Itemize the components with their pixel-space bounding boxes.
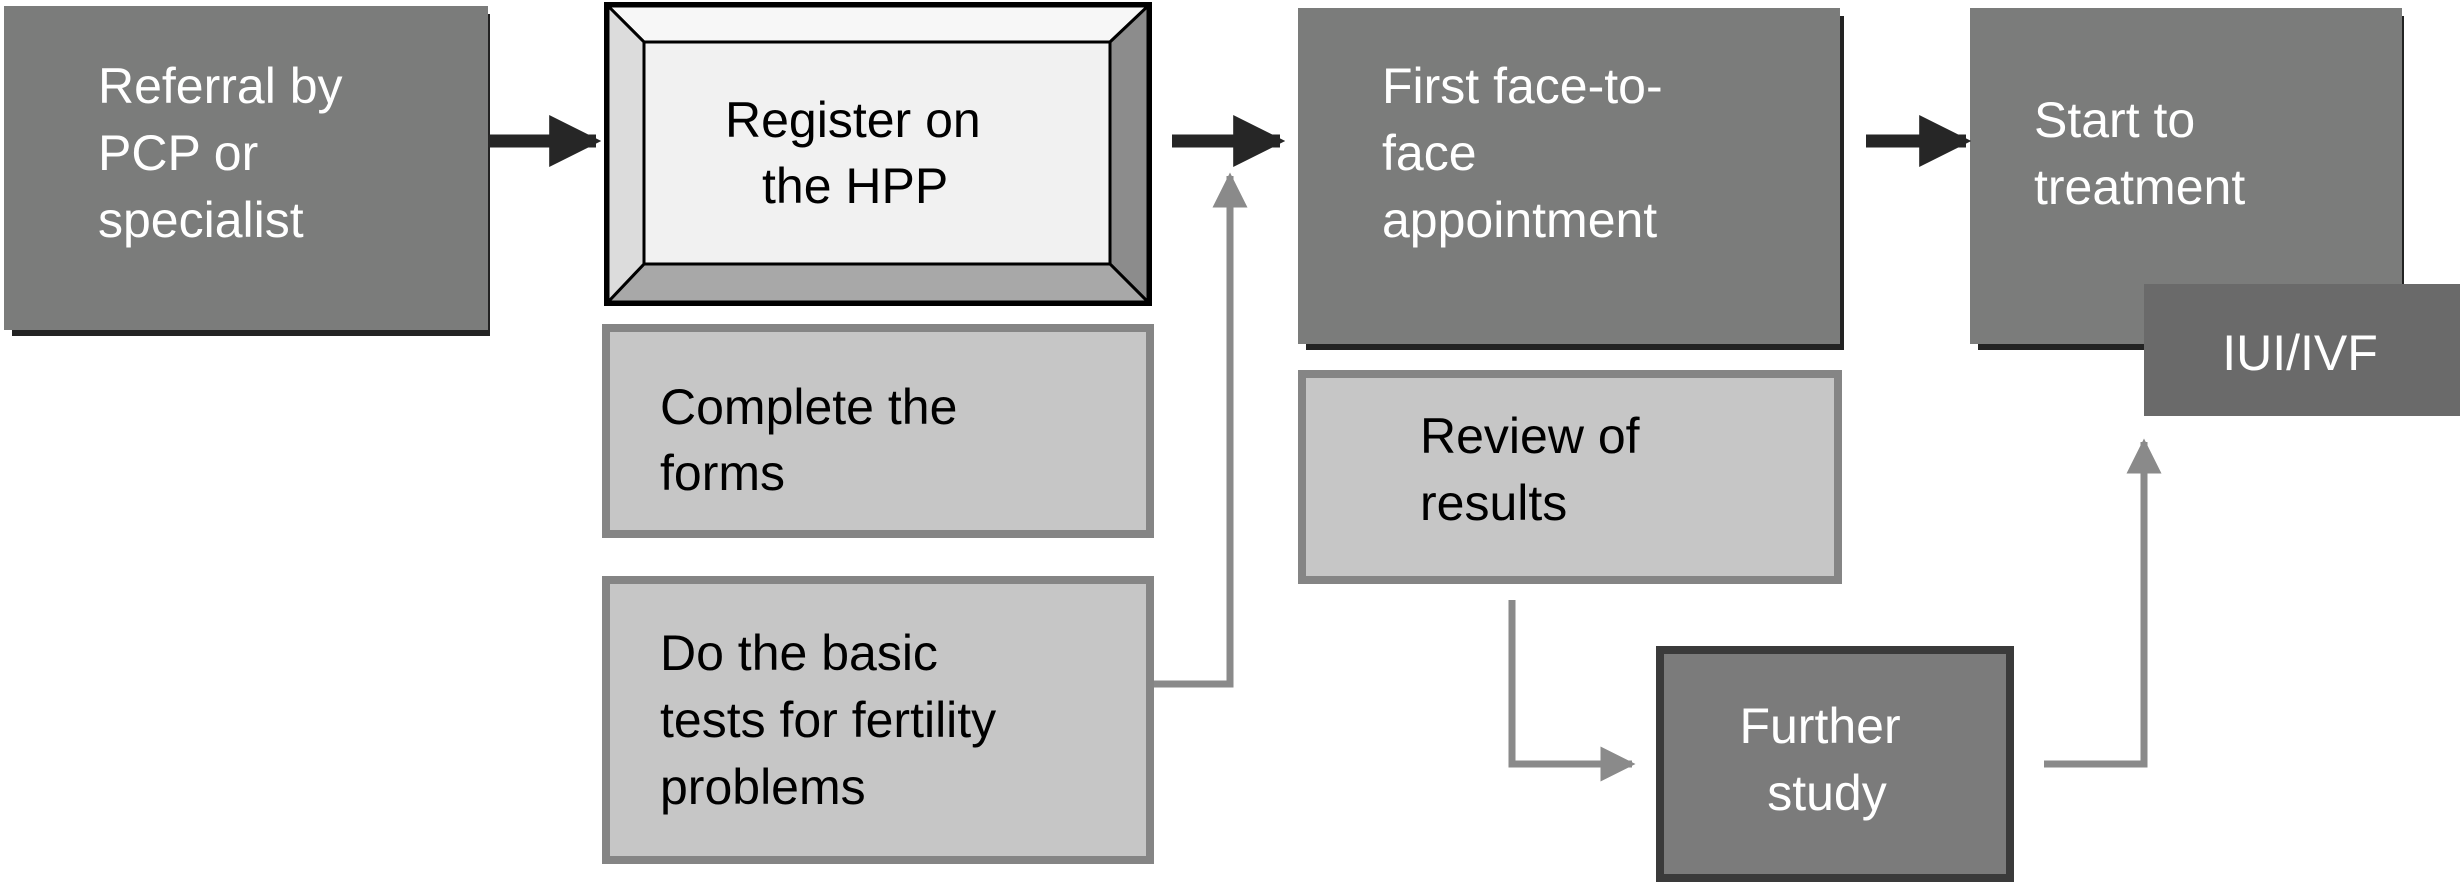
step-basic-tests: Do the basic tests for fertility problem… xyxy=(602,576,1154,864)
referral-line-2: PCP or xyxy=(98,125,258,181)
step-forms: Complete the forms xyxy=(602,324,1154,538)
arrow-tests-to-appointment xyxy=(1154,172,1248,688)
appointment-label: First face-to- face appointment xyxy=(1382,58,1677,248)
step-iui-ivf: IUI/IVF xyxy=(2144,284,2460,416)
step-further-study: Further study xyxy=(1656,646,2014,882)
treatment-line-1: Start to xyxy=(2034,92,2195,148)
register-label: Register on the HPP xyxy=(725,92,995,214)
appointment-line-2: face xyxy=(1382,125,1477,181)
register-line-2: the HPP xyxy=(762,158,948,214)
review-label: Review of results xyxy=(1420,408,1653,531)
appointment-line-1: First face-to- xyxy=(1382,58,1663,114)
further-line-2: study xyxy=(1767,765,1887,821)
treatment-label: Start to treatment xyxy=(2034,92,2245,215)
referral-line-3: specialist xyxy=(98,192,304,248)
tests-line-3: problems xyxy=(660,759,866,815)
step-first-appointment: First face-to- face appointment xyxy=(1298,8,1844,350)
tests-line-2: tests for fertility xyxy=(660,692,996,748)
forms-label: Complete the forms xyxy=(660,379,971,501)
register-line-1: Register on xyxy=(725,92,981,148)
treatment-line-2: treatment xyxy=(2034,159,2245,215)
tests-line-1: Do the basic xyxy=(660,625,938,681)
referral-line-1: Referral by xyxy=(98,58,343,114)
forms-line-1: Complete the xyxy=(660,379,957,435)
referral-label: Referral by PCP or specialist xyxy=(98,58,356,248)
arrow-further-study-to-iui-ivf xyxy=(2044,438,2162,768)
review-line-1: Review of xyxy=(1420,408,1640,464)
forms-line-2: forms xyxy=(660,445,785,501)
appointment-line-3: appointment xyxy=(1382,192,1657,248)
further-label: Further study xyxy=(1739,698,1914,821)
review-line-2: results xyxy=(1420,475,1567,531)
tests-label: Do the basic tests for fertility problem… xyxy=(660,625,1010,815)
iui-ivf-label: IUI/IVF xyxy=(2222,325,2378,381)
further-line-1: Further xyxy=(1739,698,1900,754)
step-register: Register on the HPP xyxy=(604,2,1152,306)
arrow-review-to-further-study xyxy=(1508,600,1636,782)
step-review-results: Review of results xyxy=(1298,370,1842,584)
step-referral: Referral by PCP or specialist xyxy=(4,6,490,336)
